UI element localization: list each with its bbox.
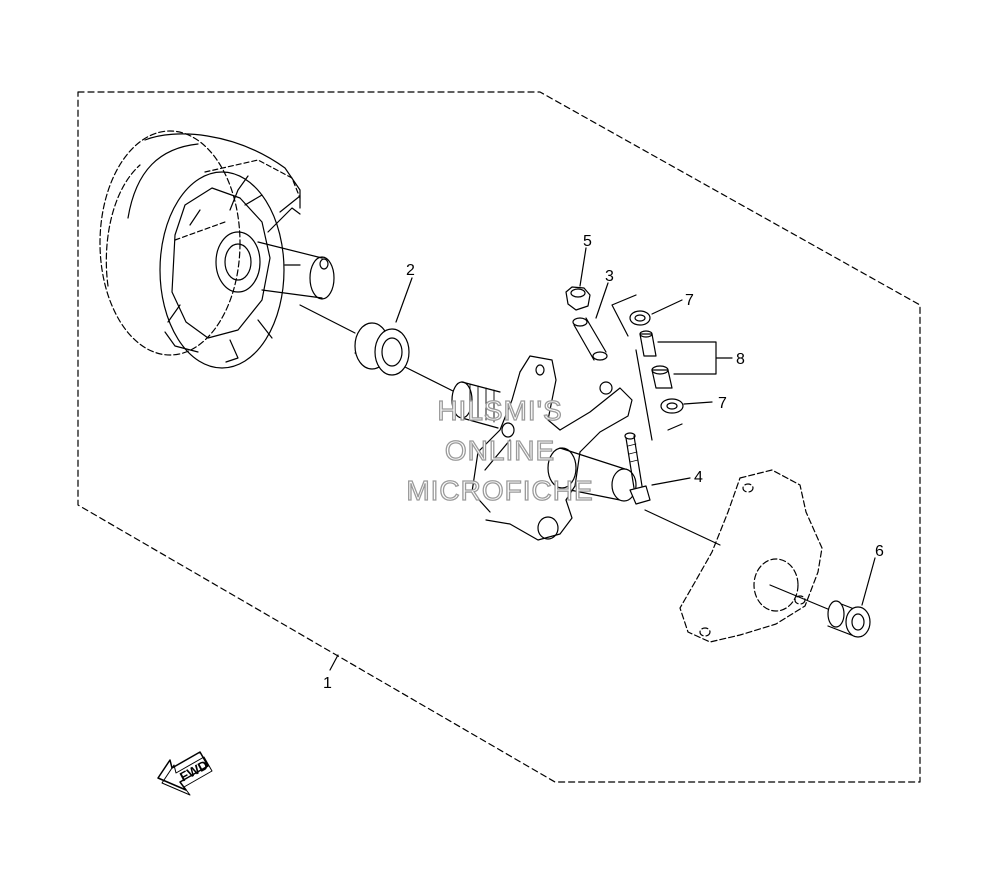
nut-part-5 — [565, 286, 591, 311]
leader-7a — [651, 299, 683, 315]
leader-1 — [329, 654, 339, 671]
watermark-line-3: MICROFICHE — [406, 475, 593, 506]
bushing-part-2 — [354, 322, 410, 376]
callout-7-upper: 7 — [685, 292, 694, 309]
callout-1: 1 — [323, 675, 332, 692]
watermark: HILSMI'S ONLINE MICROFICHE — [406, 394, 594, 506]
spider-hub — [451, 355, 637, 541]
callout-5: 5 — [583, 233, 592, 250]
fwd-arrow-icon: FWD — [157, 751, 213, 796]
washer-part-7-lower — [660, 398, 684, 414]
callout-2: 2 — [406, 262, 415, 279]
callout-4: 4 — [694, 469, 703, 486]
leader-4 — [651, 477, 691, 486]
washer-part-7-upper — [629, 310, 651, 326]
watermark-line-2: ONLINE — [445, 435, 555, 466]
pin-part-3 — [572, 317, 608, 361]
assembly-outline — [77, 91, 921, 783]
callout-7-lower: 7 — [718, 395, 727, 412]
bushing-part-6 — [827, 600, 871, 638]
watermark-line-1: HILSMI'S — [437, 395, 562, 426]
bolt-part-4 — [624, 432, 651, 505]
leader-3 — [595, 282, 609, 319]
callout-6: 6 — [875, 543, 884, 560]
callout-8: 8 — [736, 351, 745, 368]
primary-sheave — [99, 130, 335, 369]
leader-6 — [861, 557, 876, 606]
shaft-axis-line — [299, 304, 356, 334]
leader-5 — [579, 247, 587, 287]
leader-7b — [683, 401, 713, 405]
cover-plate — [679, 469, 823, 643]
callout-3: 3 — [605, 268, 614, 285]
leader-2 — [395, 277, 413, 323]
collar-part-8 — [639, 330, 673, 389]
leader-8-bracket — [657, 341, 733, 375]
